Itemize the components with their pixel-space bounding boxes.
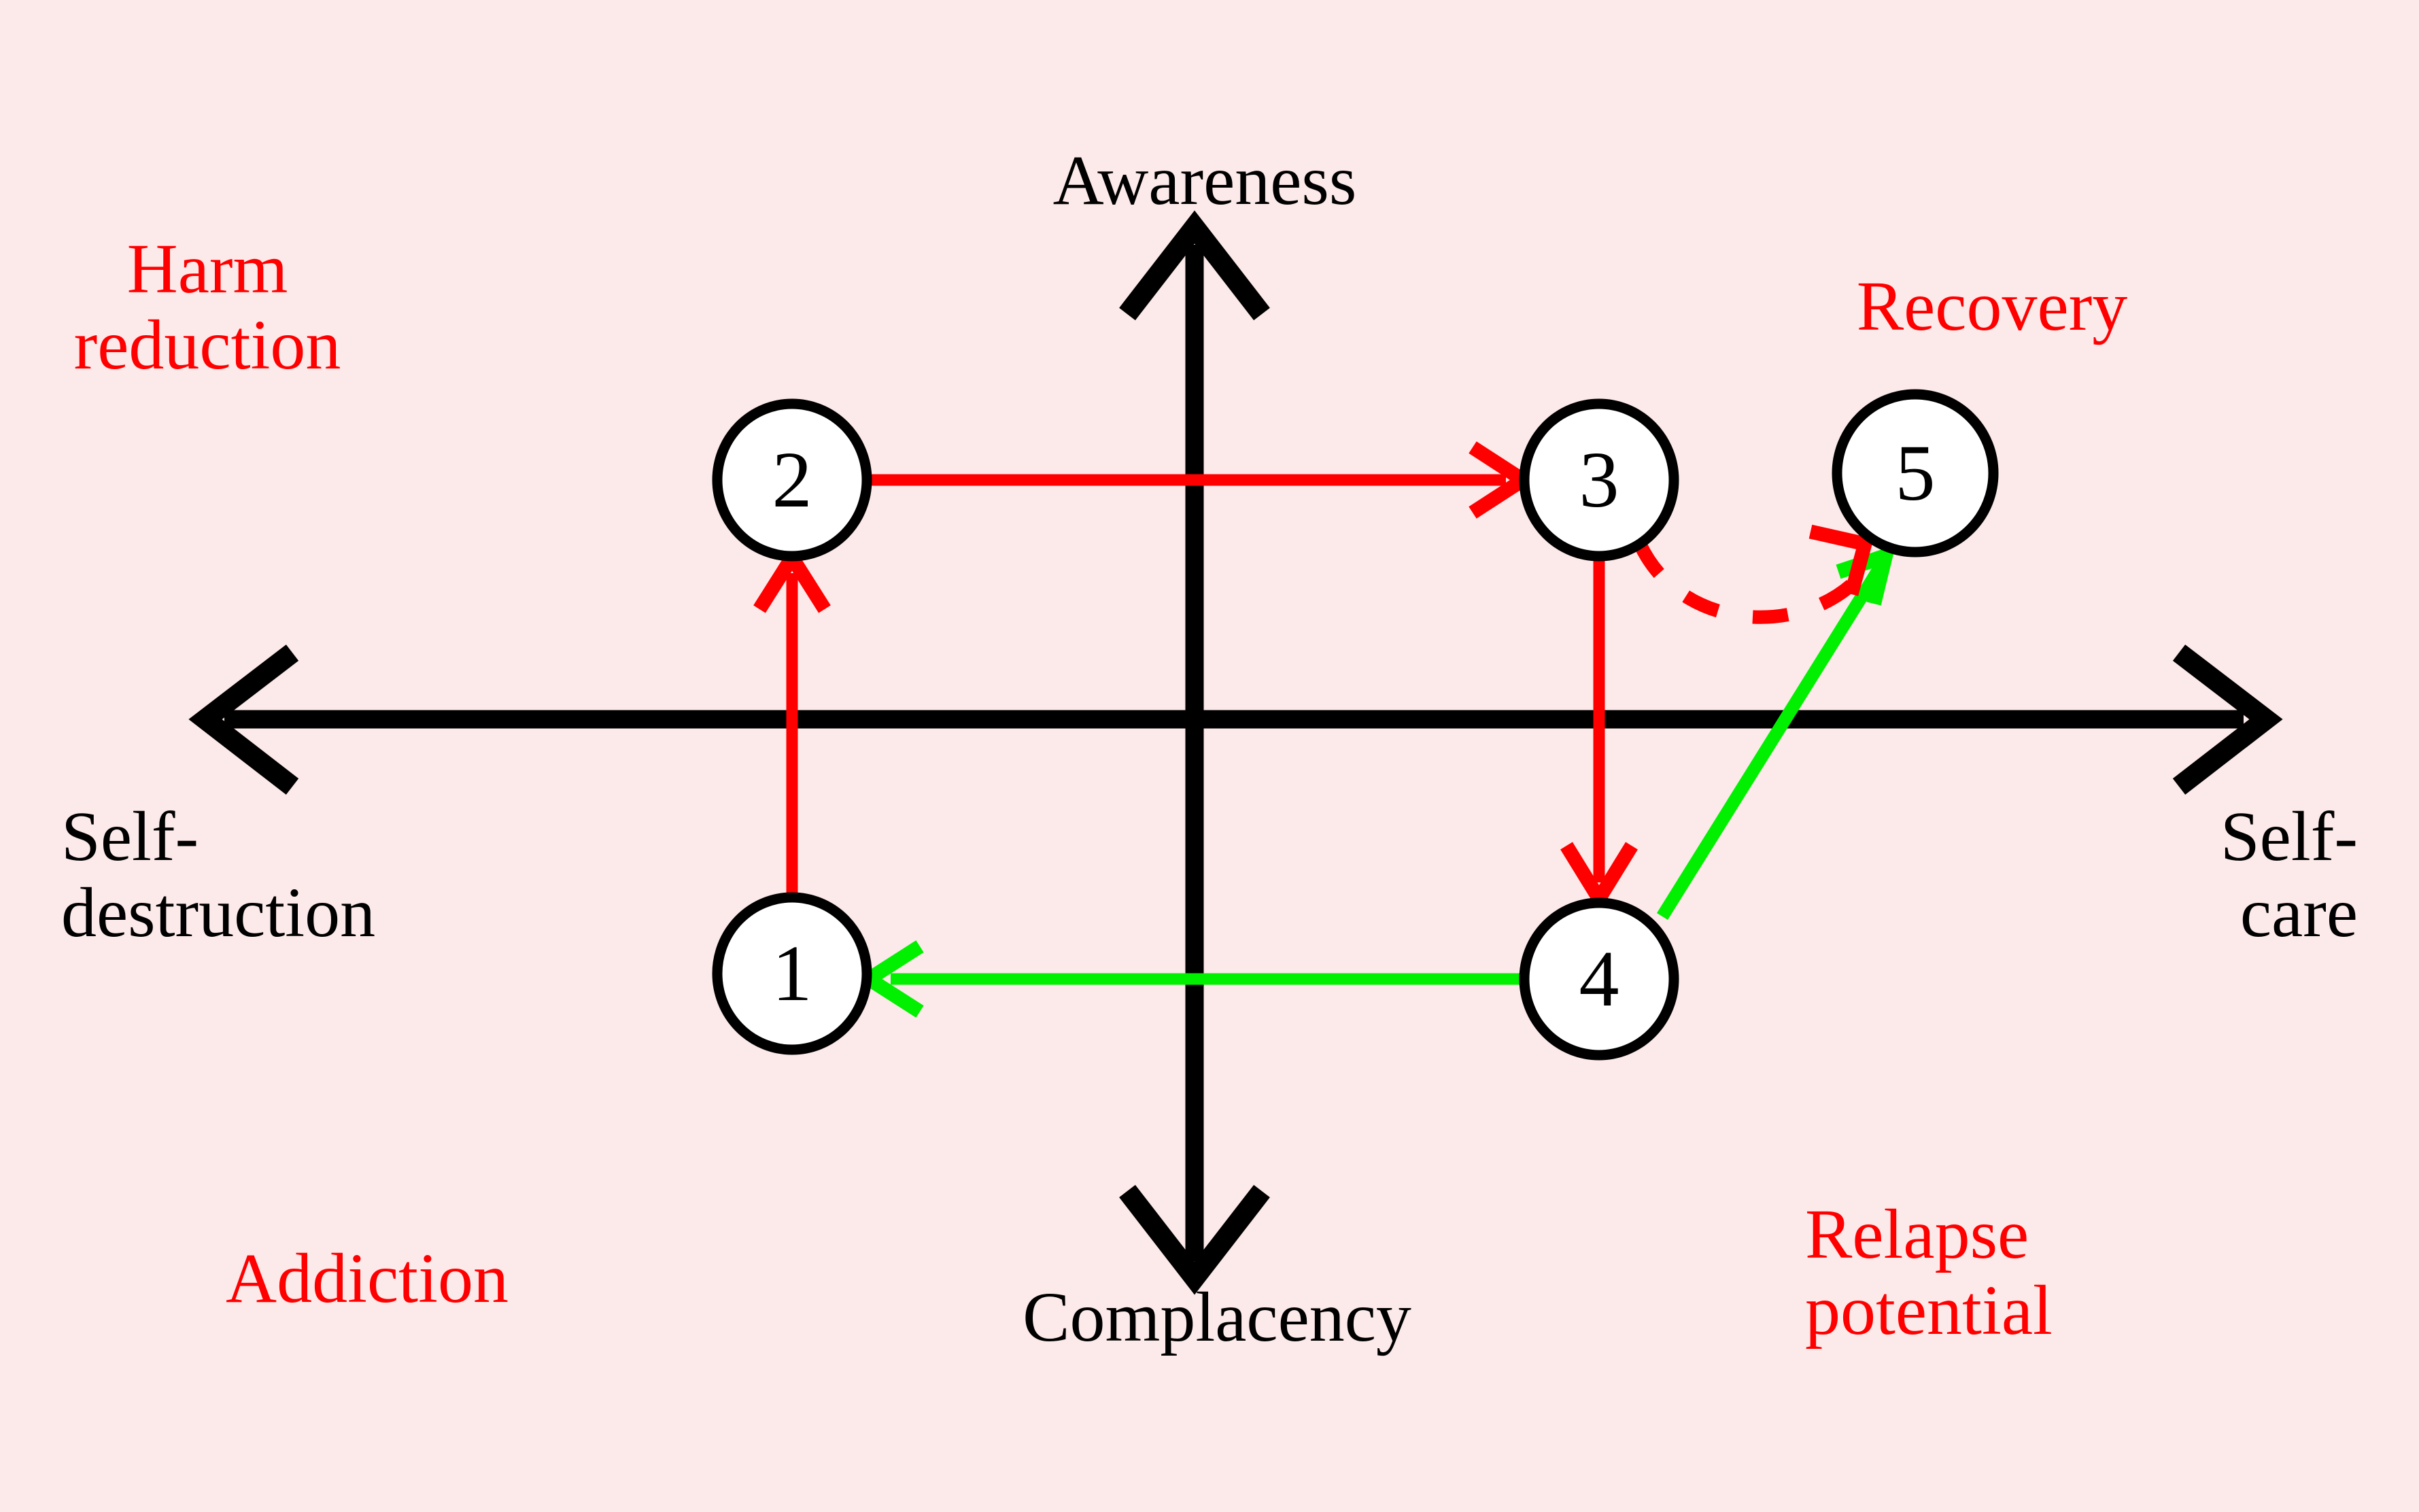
axis-arrow-up-icon bbox=[1119, 210, 1270, 321]
axis-label-self-destruction: Self- destruction bbox=[61, 797, 376, 952]
axis-label-awareness: Awareness bbox=[1052, 141, 1357, 220]
node-2-circle[interactable] bbox=[712, 398, 872, 562]
quadrant-label-harm-reduction: Harm reduction bbox=[73, 230, 341, 385]
edge-group bbox=[753, 441, 1896, 1018]
axis-label-complacency: Complacency bbox=[1023, 1278, 1411, 1356]
arrowhead-dashed-up-right-icon bbox=[1808, 524, 1874, 596]
node-group bbox=[712, 389, 1999, 1061]
axis-group bbox=[188, 210, 2283, 1295]
node-1-circle[interactable] bbox=[712, 892, 872, 1055]
axis-arrow-left-icon bbox=[188, 645, 299, 795]
axis-arrow-right-icon bbox=[2172, 645, 2283, 795]
node-3-circle[interactable] bbox=[1519, 398, 1679, 562]
quadrant-label-relapse-potential: Relapse potential bbox=[1805, 1195, 2053, 1350]
axis-arrow-down-icon bbox=[1119, 1184, 1270, 1295]
axis-label-self-care: Self- care bbox=[2220, 797, 2358, 952]
quadrant-label-recovery: Recovery bbox=[1856, 267, 2128, 345]
node-5-circle[interactable] bbox=[1832, 389, 1999, 557]
edge-3-to-5 bbox=[1633, 524, 1874, 624]
quadrant-label-addiction: Addiction bbox=[226, 1239, 509, 1318]
node-4-circle[interactable] bbox=[1519, 897, 1679, 1061]
